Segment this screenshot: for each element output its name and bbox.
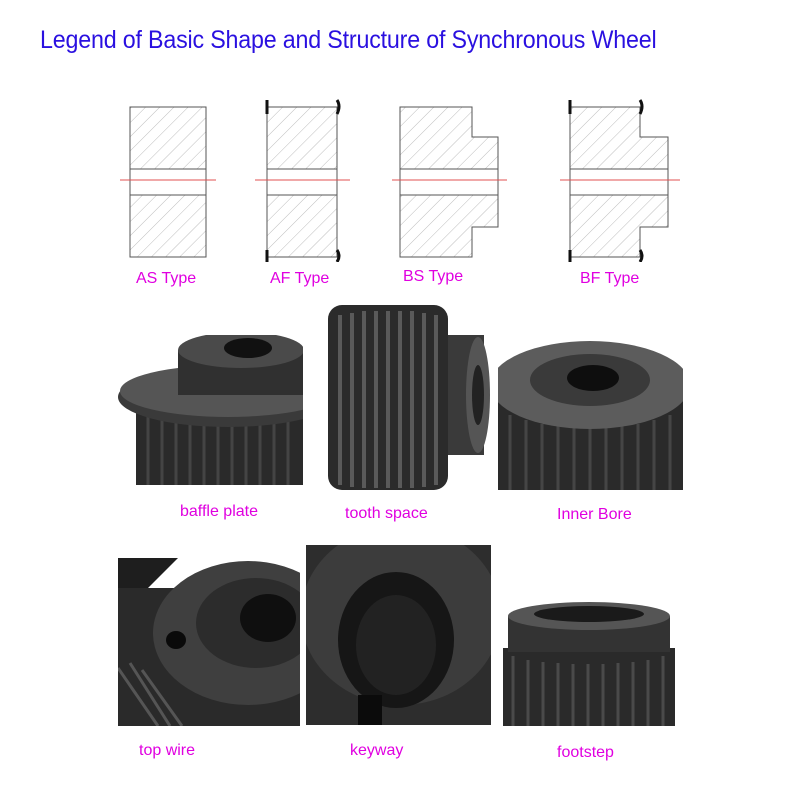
top-wire-photo — [118, 558, 300, 726]
inner-bore-photo — [498, 340, 683, 490]
keyway-caption: keyway — [350, 742, 404, 759]
bf-type-label: BF Type — [580, 270, 640, 287]
keyway-photo — [306, 545, 491, 725]
footstep-photo — [498, 598, 680, 726]
baffle-plate-photo — [118, 335, 303, 485]
af-type-diagram — [255, 99, 350, 262]
top-wire-caption: top wire — [139, 742, 196, 759]
inner-bore-caption: Inner Bore — [557, 506, 632, 523]
bs-type-diagram — [392, 106, 507, 258]
page-title: Legend of Basic Shape and Structure of S… — [40, 26, 657, 54]
baffle-plate-caption: baffle plate — [180, 503, 258, 520]
as-type-diagram — [120, 106, 216, 258]
as-type-label: AS Type — [136, 270, 197, 287]
footstep-caption: footstep — [557, 744, 614, 761]
tooth-space-photo — [318, 305, 493, 490]
bf-type-diagram — [560, 99, 680, 262]
af-type-label: AF Type — [270, 270, 330, 287]
tooth-space-caption: tooth space — [345, 505, 428, 522]
bs-type-label: BS Type — [403, 268, 464, 285]
